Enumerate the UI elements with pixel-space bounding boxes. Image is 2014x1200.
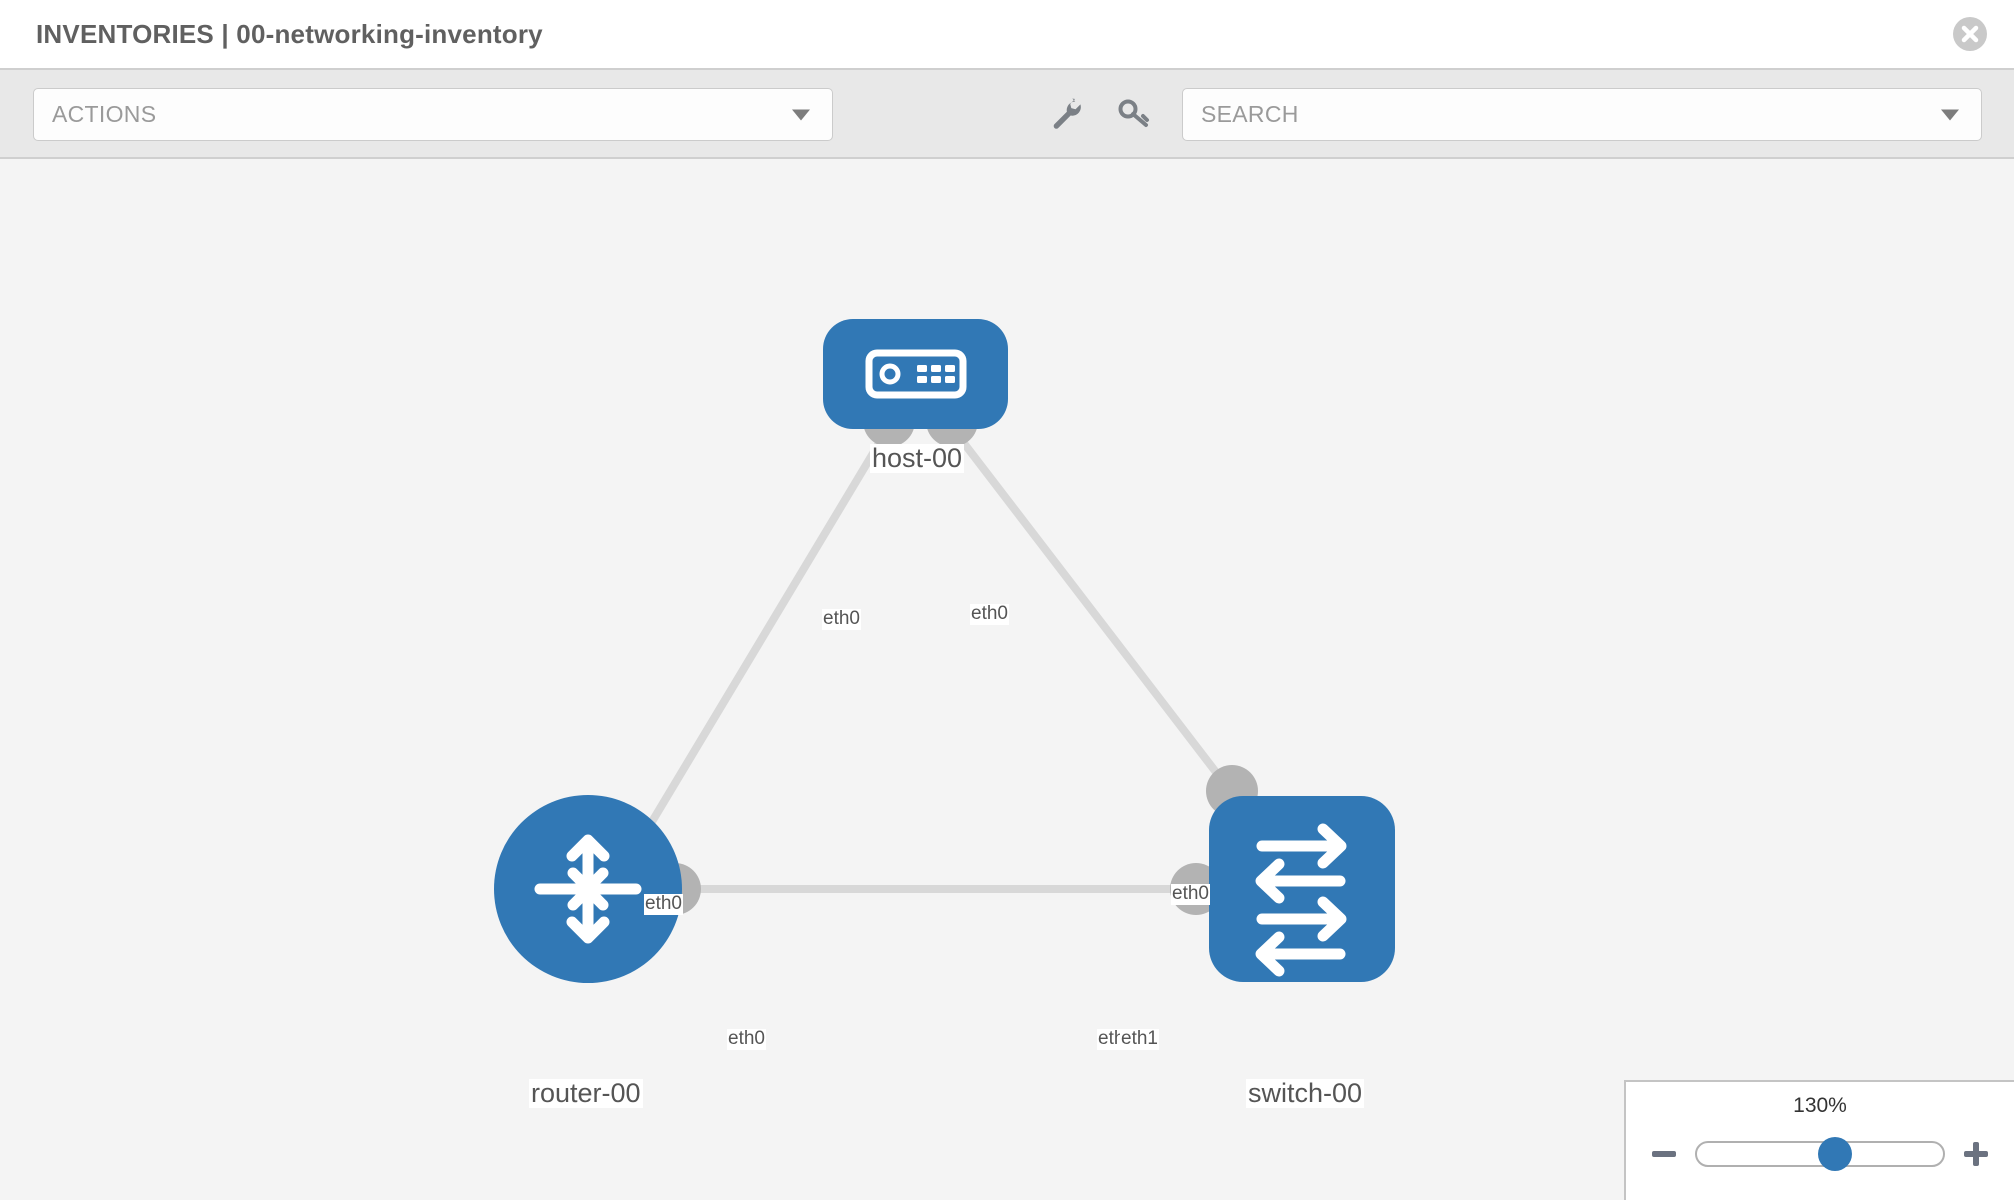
search-input-value: SEARCH [1201, 101, 1299, 127]
chevron-down-icon [792, 109, 810, 120]
page-header: INVENTORIES | 00-networking-inventory [0, 0, 2014, 68]
key-icon[interactable] [1114, 94, 1154, 134]
zoom-out-button[interactable] [1649, 1139, 1679, 1169]
actions-dropdown[interactable]: ACTIONS [33, 88, 833, 141]
chevron-down-icon[interactable] [1941, 109, 1959, 120]
edge-label-host00-router00-from: eth0 [822, 608, 861, 630]
zoom-slider-track[interactable] [1695, 1137, 1945, 1171]
zoom-percent-label: 130% [1793, 1094, 1847, 1117]
wrench-icon[interactable] [1046, 94, 1086, 134]
zoom-in-button[interactable] [1961, 1139, 1991, 1169]
switch-arrows-icon [1255, 823, 1347, 977]
topology-canvas[interactable]: eth0 eth0 eth0 eth0 eth0 eth0 eth1 host-… [0, 159, 2014, 1200]
node-label-host-00: host-00 [870, 443, 965, 474]
edge-label-host00-switch00-to: eth0 [1171, 883, 1210, 905]
topology-graph [494, 319, 1395, 983]
server-device-icon [865, 349, 967, 399]
node-label-router-00: router-00 [529, 1078, 643, 1109]
actions-dropdown-label: ACTIONS [52, 101, 157, 127]
toolbar: ACTIONS SEARCH [0, 68, 2014, 159]
router-arrows-icon [534, 834, 642, 944]
node-router-00 [494, 795, 682, 983]
node-switch-00 [1209, 796, 1395, 982]
node-host-00 [823, 319, 1008, 429]
edge-label-router00-switch00-from: eth0 [727, 1028, 766, 1050]
edge-label-host00-router00-to: eth0 [644, 893, 683, 915]
page-title: INVENTORIES | 00-networking-inventory [36, 18, 543, 49]
zoom-slider-thumb[interactable] [1817, 1137, 1852, 1171]
close-icon[interactable] [1952, 16, 1988, 52]
zoom-slider-row [1626, 1134, 2014, 1174]
node-label-switch-00: switch-00 [1246, 1078, 1365, 1109]
topology-edges [616, 422, 1239, 893]
zoom-control-panel: 130% [1624, 1080, 2014, 1200]
edge-host00-switch00 [946, 422, 1239, 800]
edge-label-router00-switch00-to: eth1 [1120, 1028, 1159, 1050]
search-input[interactable]: SEARCH [1182, 88, 1982, 141]
edge-host00-router00 [616, 422, 894, 878]
edge-label-host00-switch00-from: eth0 [970, 603, 1009, 625]
